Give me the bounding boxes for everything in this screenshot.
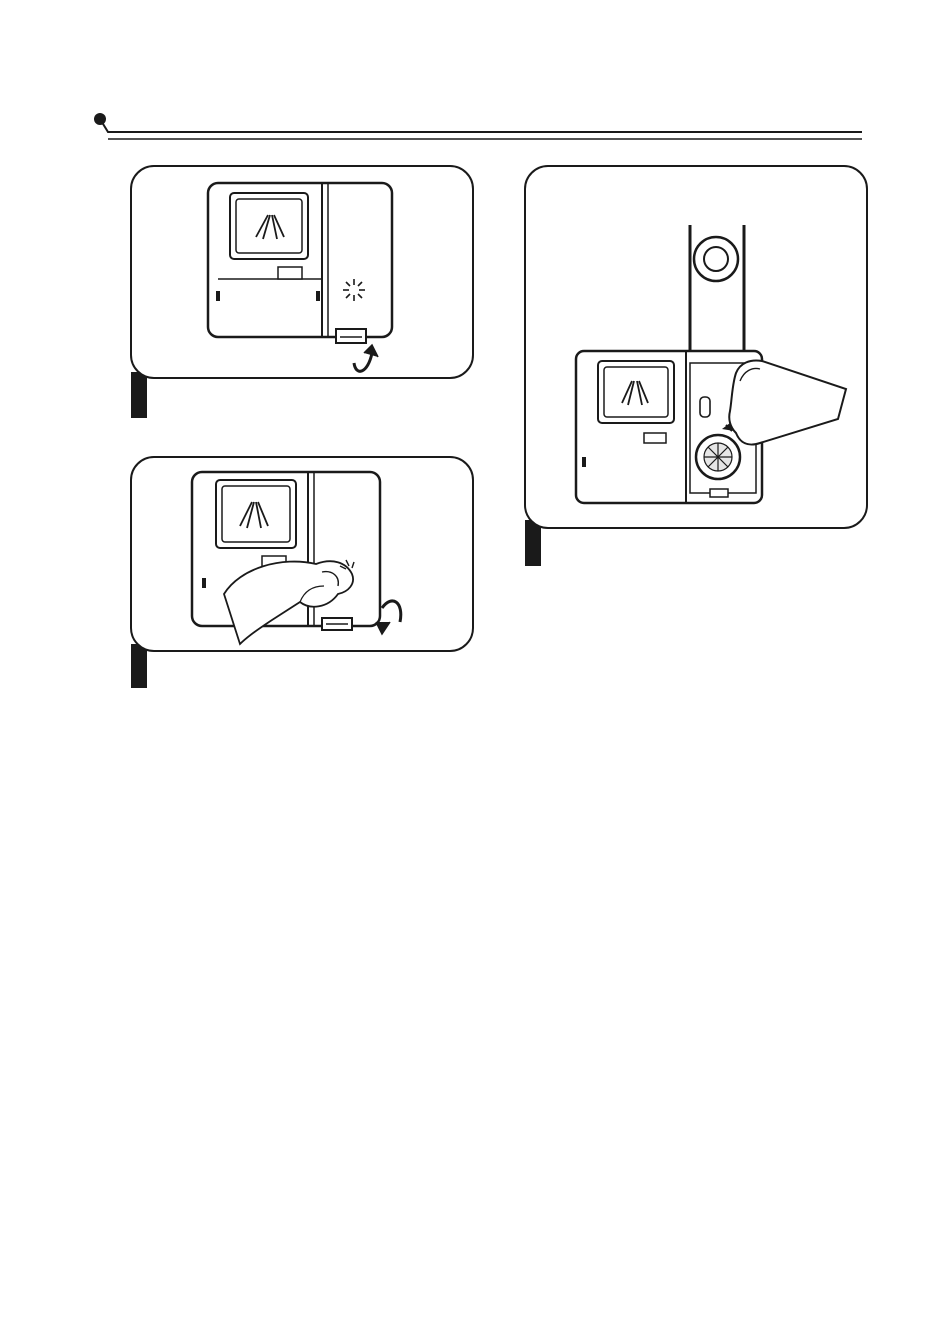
step-tab-2: [131, 644, 147, 688]
rotate-arrow-icon: [354, 345, 378, 371]
figure-2-panel: [130, 456, 474, 652]
header-line-top: [100, 119, 862, 132]
detergent-bottle-icon: [729, 361, 846, 445]
section-header-rule: [0, 0, 933, 160]
step-tab-1: [131, 372, 147, 418]
figure-1-panel: [130, 165, 474, 379]
figure-3-illustration: [526, 167, 868, 529]
figure-3-panel: [524, 165, 868, 529]
figure-2-illustration: [132, 458, 474, 652]
figure-1-illustration: [132, 167, 474, 379]
